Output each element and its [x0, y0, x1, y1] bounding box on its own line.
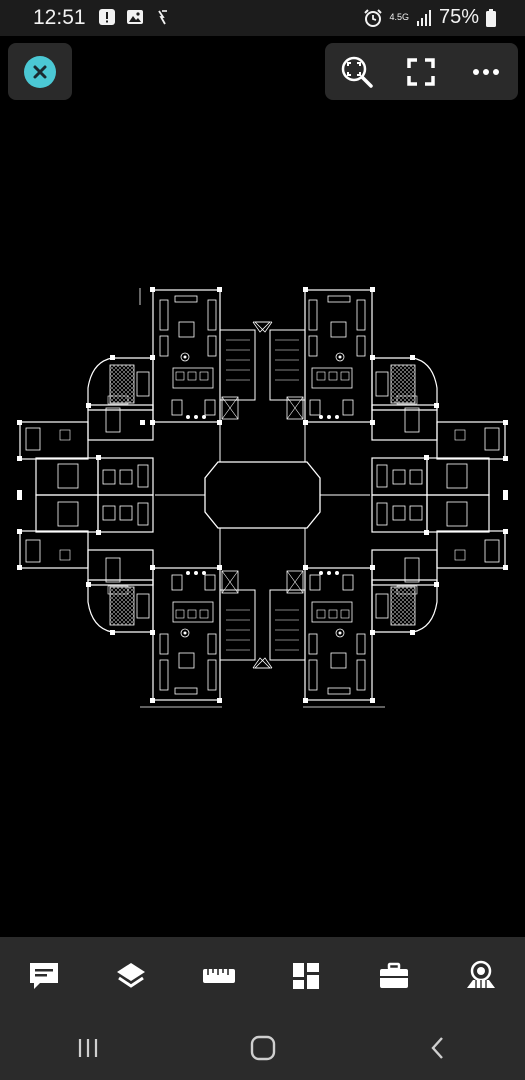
notification-icons: [98, 8, 172, 26]
viewer-toolbar: [325, 43, 518, 100]
layers-icon: [117, 963, 146, 988]
view-3d-icon: [467, 960, 496, 988]
status-bar: 12:51 4.5G 75%: [0, 0, 525, 36]
network-type: 4.5G: [389, 12, 409, 22]
navigation-bar: [0, 1015, 525, 1080]
home-button[interactable]: [233, 1023, 293, 1073]
battery-icon: [486, 8, 496, 27]
floor-plan-drawing: [16, 286, 509, 708]
status-time: 12:51: [33, 6, 86, 29]
fullscreen-button[interactable]: [401, 52, 441, 92]
toolbox-button[interactable]: [370, 952, 418, 1000]
alarm-icon: [364, 8, 383, 27]
back-button[interactable]: [408, 1023, 468, 1073]
recents-button[interactable]: [58, 1023, 118, 1073]
zoom-extents-button[interactable]: [337, 52, 377, 92]
fullscreen-icon: [407, 57, 436, 86]
recents-icon: [78, 1038, 97, 1057]
more-button[interactable]: [466, 52, 506, 92]
close-icon: [24, 55, 56, 88]
comment-icon: [29, 963, 58, 989]
drawing-viewport[interactable]: [0, 100, 525, 937]
alert-icon: [99, 9, 115, 25]
home-icon: [250, 1035, 275, 1060]
battery-percent: 75%: [438, 6, 479, 28]
image-icon: [127, 10, 143, 24]
view-3d-button[interactable]: [457, 952, 505, 1000]
bottom-toolbar: [0, 937, 525, 1015]
signal-icon: [416, 9, 431, 26]
measure-icon: [202, 969, 235, 983]
signal-tool-icon: [158, 10, 167, 25]
comment-button[interactable]: [20, 952, 68, 1000]
layers-button[interactable]: [107, 952, 155, 1000]
zoom-extents-icon: [341, 56, 373, 88]
close-button[interactable]: [8, 43, 72, 100]
back-icon: [430, 1036, 443, 1059]
measure-button[interactable]: [195, 952, 243, 1000]
toolbox-icon: [379, 962, 408, 988]
layout-button[interactable]: [282, 952, 330, 1000]
layout-icon: [293, 963, 320, 989]
more-icon: [472, 68, 499, 75]
status-right: 4.5G 75%: [363, 6, 497, 29]
